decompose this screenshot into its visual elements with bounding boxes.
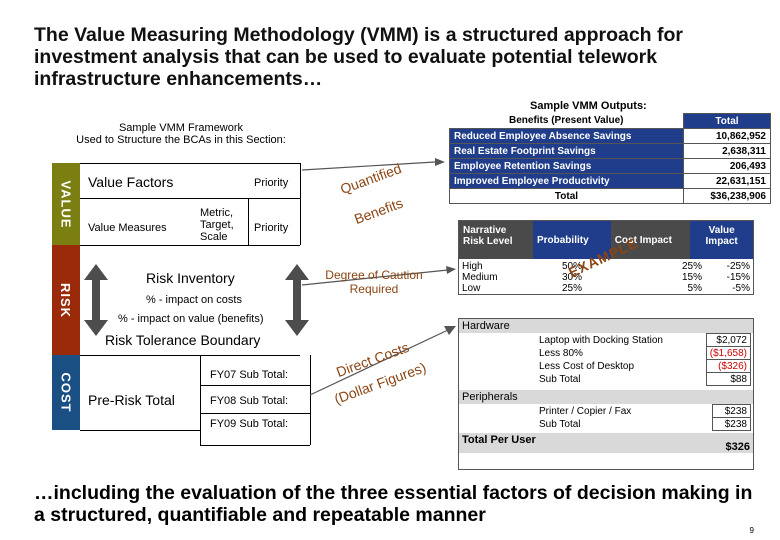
risk-cost: 15% — [681, 272, 702, 283]
benefits-total-label: Total — [449, 188, 684, 204]
cost-value: $238 — [712, 417, 751, 431]
grid-line — [80, 198, 300, 199]
grid-line — [80, 163, 300, 164]
benefit-label: Employee Retention Savings — [449, 158, 684, 174]
grid-line — [248, 198, 249, 245]
risk-probability: 30% — [562, 272, 583, 283]
cost-item: Less Cost of Desktop — [539, 360, 635, 372]
metric-label: Metric, Target, Scale — [200, 207, 234, 243]
total-per-user-label: Total Per User — [462, 434, 536, 446]
risk-value: -25% — [726, 261, 750, 272]
cost-label: COST — [58, 372, 74, 413]
grid-line — [80, 355, 300, 356]
grid-line — [200, 385, 310, 386]
risk-header-cost: Cost Impact — [614, 235, 672, 246]
fy09-label: FY09 Sub Total: — [210, 418, 289, 430]
grid-line — [80, 430, 200, 431]
double-arrow-left-icon — [84, 264, 108, 336]
risk-value: -5% — [732, 283, 750, 294]
value-label: VALUE — [58, 179, 74, 229]
framework-caption-line1: Sample VMM Framework — [118, 122, 244, 134]
risk-value: -15% — [726, 272, 750, 283]
risk-label: RISK — [58, 282, 74, 318]
grid-line — [310, 355, 311, 445]
degree-caution-label: Degree of Caution Required — [325, 268, 423, 296]
risk-level: Low — [462, 283, 481, 294]
risk-probability: 50% — [562, 261, 583, 272]
total-header: Total — [683, 113, 771, 129]
page-title: The Value Measuring Methodology (VMM) is… — [34, 24, 683, 90]
grid-line — [200, 445, 310, 446]
risk-header-probability: Probability — [532, 221, 611, 259]
grid-line — [300, 163, 301, 245]
risk-table: Narrative Risk Level Probability Cost Im… — [458, 220, 754, 295]
risk-header-level: Narrative Risk Level — [463, 225, 513, 247]
benefit-value: 2,638,311 — [683, 143, 771, 159]
priority-label-1: Priority — [254, 177, 289, 189]
priority-label-2: Priority — [254, 222, 289, 234]
risk-cost: 25% — [681, 261, 702, 272]
risk-tolerance-label: Risk Tolerance Boundary — [105, 332, 261, 348]
risk-cost: 5% — [687, 283, 702, 294]
impact-costs-label: % - impact on costs — [146, 294, 242, 306]
cost-item: Less 80% — [539, 347, 583, 359]
risk-header-value: Value Impact — [690, 221, 753, 259]
benefits-header: Benefits (Present Value) — [509, 115, 624, 127]
cost-value: ($326) — [705, 359, 752, 373]
risk-sidebar: RISK — [52, 245, 80, 355]
grid-line — [200, 413, 310, 414]
footer-text: …including the evaluation of the three e… — [34, 482, 753, 526]
double-arrow-right-icon — [285, 264, 309, 336]
benefit-label: Real Estate Footprint Savings — [449, 143, 684, 159]
risk-inventory-label: Risk Inventory — [146, 270, 235, 286]
value-measures-label: Value Measures — [88, 222, 167, 234]
outputs-caption: Sample VMM Outputs: — [530, 100, 647, 112]
benefit-value: 22,631,151 — [683, 173, 771, 189]
hardware-header: Hardware — [459, 319, 753, 333]
benefit-label: Reduced Employee Absence Savings — [449, 128, 684, 144]
page-number: 9 — [749, 526, 754, 535]
risk-level: Medium — [462, 272, 498, 283]
benefit-value: 206,493 — [683, 158, 771, 174]
pre-risk-total-label: Pre-Risk Total — [88, 392, 175, 408]
grid-line — [80, 245, 300, 246]
peripherals-header: Peripherals — [459, 390, 753, 404]
cost-sidebar: COST — [52, 355, 80, 430]
cost-value: $88 — [705, 372, 752, 386]
framework-caption-line2: Used to Structure the BCAs in this Secti… — [76, 134, 286, 146]
connector-arrows — [301, 158, 456, 396]
framework-caption: Sample VMM Framework Used to Structure t… — [36, 122, 326, 146]
grid-line — [200, 355, 201, 445]
impact-value-label: % - impact on value (benefits) — [118, 313, 264, 325]
cost-item: Sub Total — [539, 373, 581, 385]
cost-table: Hardware Laptop with Docking Station $2,… — [458, 318, 754, 470]
total-per-user-value: $326 — [725, 441, 750, 453]
risk-probability: 25% — [562, 283, 583, 294]
risk-level: High — [462, 261, 483, 272]
cost-value: ($1,658) — [705, 346, 752, 360]
benefit-value: 10,862,952 — [683, 128, 771, 144]
fy07-label: FY07 Sub Total: — [210, 369, 289, 381]
benefit-label: Improved Employee Productivity — [449, 173, 684, 189]
cost-item: Sub Total — [539, 418, 581, 430]
value-factors-label: Value Factors — [88, 174, 174, 190]
cost-item: Printer / Copier / Fax — [539, 405, 632, 417]
fy08-label: FY08 Sub Total: — [210, 395, 289, 407]
cost-value: $2,072 — [705, 333, 752, 347]
value-sidebar: VALUE — [52, 163, 80, 245]
cost-value: $238 — [712, 404, 751, 418]
benefits-total-value: $36,238,906 — [683, 188, 771, 204]
benefits-table: Benefits (Present Value) Total Reduced E… — [449, 113, 771, 204]
cost-item: Laptop with Docking Station — [539, 334, 663, 346]
